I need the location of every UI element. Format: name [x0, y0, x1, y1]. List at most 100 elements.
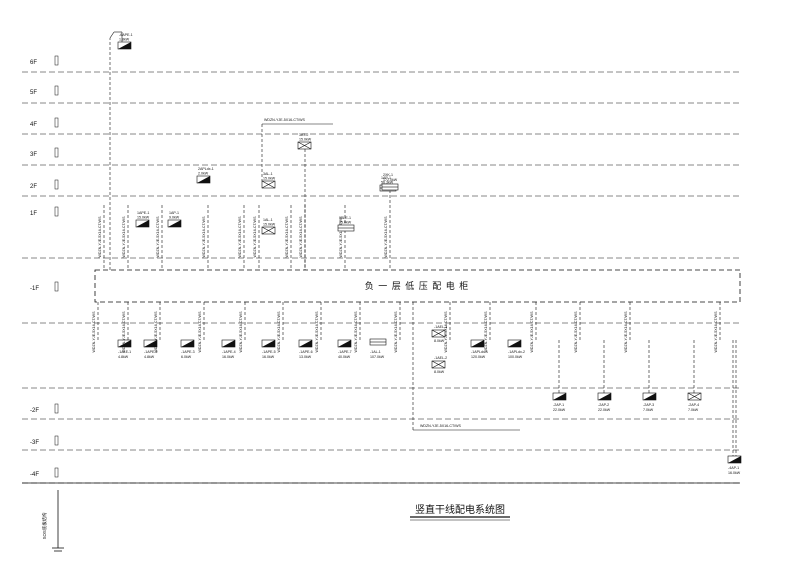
floor-label-6: -1F — [30, 286, 39, 292]
fan-units: -1AEL-1 8.0kW -1AEL-2 8.0kW WDZN-YJE-5X16-CT… — [420, 325, 462, 428]
b2-panel-name-0: -2AP-1 — [553, 403, 564, 407]
lower-panel-power-2: 6.0kW — [181, 355, 192, 359]
upper-panel-0-fill — [118, 42, 131, 49]
upper-fan-5-diag2 — [297, 141, 312, 150]
lower-panel-power-6: 40.0kW — [338, 355, 351, 359]
fan-unit-name-0: -1AEL-1 — [434, 325, 447, 329]
lower-panel-name-0: -1ALE-1 — [118, 350, 131, 354]
upper-cable-5: WDZN-YJE-5X16-CT/WS — [253, 216, 257, 258]
upper-cable-8: WDZN-YJE-5X16-CT/WS — [339, 216, 343, 258]
upper-panel-3-fill — [197, 176, 210, 183]
upper-panel-name-2: 1AP-1 — [169, 211, 179, 215]
lower-panel-name-8: -1APLdx-1 — [471, 350, 488, 354]
fan-unit-name-1: -1AEL-2 — [434, 356, 447, 360]
floor-lines — [22, 71, 740, 484]
lower-cable-0: WDZN-YJE-5X16-CT/WS — [92, 311, 96, 353]
bus-label: 负 一 层 低 压 配 电 柜 — [365, 280, 470, 291]
upper-panel-name-7: 1ALE-1 — [339, 216, 351, 220]
b2-fan-3-diag2 — [687, 392, 702, 401]
upper-cable-3: WDZN-YJE-5X16-CT/WS — [202, 216, 206, 258]
lower-panel-4-fill — [262, 340, 275, 347]
upper-fan-6-diag2 — [261, 226, 276, 235]
b2-panel-name-2: -2AP-3 — [643, 403, 654, 407]
lower-cable-3: WDZN-YJE-5X16-CT/WS — [198, 311, 202, 353]
floor-marker-6 — [54, 281, 59, 292]
lower-panel-power-7: 107.0kW — [370, 355, 385, 359]
upper-cable-9: WDZN-YJE-5X16-CT/WS — [384, 216, 388, 258]
upper-cable-1: WDZN-YJE-5X16-CT/WS — [122, 216, 126, 258]
lower-panel-1-fill — [144, 340, 157, 347]
lower-panel-power-3: 16.0kW — [222, 355, 235, 359]
floor-label-9: -4F — [30, 472, 39, 478]
upper-panel-power-5: 15.0kW — [299, 138, 312, 142]
b2-panel-2-fill — [643, 393, 656, 400]
floor-marker-1 — [54, 85, 59, 96]
lower-cable-5: WDZN-YJE-5X16-CT/WS — [277, 311, 281, 353]
floor-label-0: 6F — [30, 60, 37, 66]
diagram-title: 竖直干线配电系统图 — [415, 503, 505, 516]
top-cable-label: WDZN-YJE-5X16-CT/WS — [264, 118, 306, 122]
lower-panel-power-9: 100.0kW — [508, 355, 523, 359]
lower-cable-8: WDZN-YJE-5X16-CT/WS — [394, 311, 398, 353]
upper-panel-name-0: -6APE-1 — [119, 33, 133, 37]
basement4-panel: -4AP-116.0kW — [727, 455, 742, 475]
lower-panel-9-fill — [508, 340, 521, 347]
upper-panel-power-7: 15.0kW — [339, 221, 352, 225]
lower-panel-name-2: -1APE-3 — [181, 350, 195, 354]
upper-panel-name-1: 1APE-1 — [137, 211, 149, 215]
upper-panel-power-9: 172.0kW — [383, 178, 398, 182]
mid-cable-label: WDZN-YJE-5X16-CT/WS — [420, 424, 462, 428]
upper-panel-name-3: 2APLdx-1 — [198, 167, 214, 171]
floor-label-3: 3F — [30, 152, 37, 158]
upper-fan-4-diag2 — [261, 180, 276, 189]
floor-marker-0 — [54, 55, 59, 66]
floor-marker-2 — [54, 117, 59, 128]
wiring — [97, 31, 737, 456]
lower-cable-9: WDZN-YJE-5X16-CT/WS — [444, 311, 448, 353]
upper-cable-0: WDZN-YJE-5X16-CT/WS — [98, 216, 102, 258]
floor-label-1: 5F — [30, 90, 37, 96]
ground-label: SOS底板结构 — [41, 512, 48, 539]
lower-panel-name-1: -1APE-2 — [144, 350, 158, 354]
b2-panel-power-3: 7.0kW — [688, 408, 699, 412]
lower-panel-power-0: 4.8kW — [118, 355, 129, 359]
b2-panel-power-2: 7.0kW — [643, 408, 654, 412]
lower-panel-power-4: 16.0kW — [262, 355, 275, 359]
floor-marker-5 — [54, 206, 59, 217]
upper-panel-2-fill — [168, 220, 181, 227]
riser-6f-bend — [109, 31, 115, 39]
b2-panel-power-0: 22.0kW — [553, 408, 566, 412]
lower-panel-name-7: -1AL-1 — [370, 350, 381, 354]
lower-panel-power-8: 120.0kW — [471, 355, 486, 359]
b2-panel-power-1: 22.0kW — [598, 408, 611, 412]
lower-panel-6-fill — [338, 340, 351, 347]
b2-panel-1-fill — [598, 393, 611, 400]
lower-cable-14: WDZN-YJE-5X16-CT/WS — [714, 311, 718, 353]
floor-marker-7 — [54, 403, 59, 414]
floor-marker-3 — [54, 147, 59, 158]
lower-cable-4: WDZN-YJE-5X16-CT/WS — [239, 311, 243, 353]
upper-cable-2: WDZN-YJE-5X16-CT/WS — [156, 216, 160, 258]
upper-panel-name-6: 1AL-1 — [263, 218, 273, 222]
lower-panel-5-fill — [299, 340, 312, 347]
lower-cable-1: WDZN-YJE-5X16-CT/WS — [122, 311, 126, 353]
upper-panel-power-4: 15.0kW — [263, 177, 276, 181]
lower-panels: -1ALE-14.8kW-1APE-24.8kW-1APE-36.0kW-1AP… — [92, 311, 718, 359]
upper-panel-power-3: 2.0kW — [198, 172, 209, 176]
lower-panel-name-9: -1APLdx-2 — [508, 350, 525, 354]
floor-label-8: -3F — [30, 440, 39, 446]
upper-panel-name-9: 2XK-1 — [383, 173, 393, 177]
lower-panel-name-3: -1APE-4 — [222, 350, 236, 354]
floor-label-2: 4F — [30, 122, 37, 128]
upper-panels: WDZN-YJE-5X16-CT/WS WDZN-YJE-5X16-CT/WS WD… — [98, 33, 399, 258]
floor-marker-9 — [54, 467, 59, 478]
fan-unit-power-0: 8.0kW — [434, 339, 445, 343]
lower-cable-6: WDZN-YJE-5X16-CT/WS — [315, 311, 319, 353]
floor-marker-8 — [54, 435, 59, 446]
fan-unit-power-1: 8.0kW — [434, 370, 445, 374]
b4-panel-power: 16.0kW — [728, 471, 741, 475]
upper-panel-name-5: 3AT-2 — [299, 133, 308, 137]
lower-cable-7: WDZN-YJE-5X16-CT/WS — [354, 311, 358, 353]
